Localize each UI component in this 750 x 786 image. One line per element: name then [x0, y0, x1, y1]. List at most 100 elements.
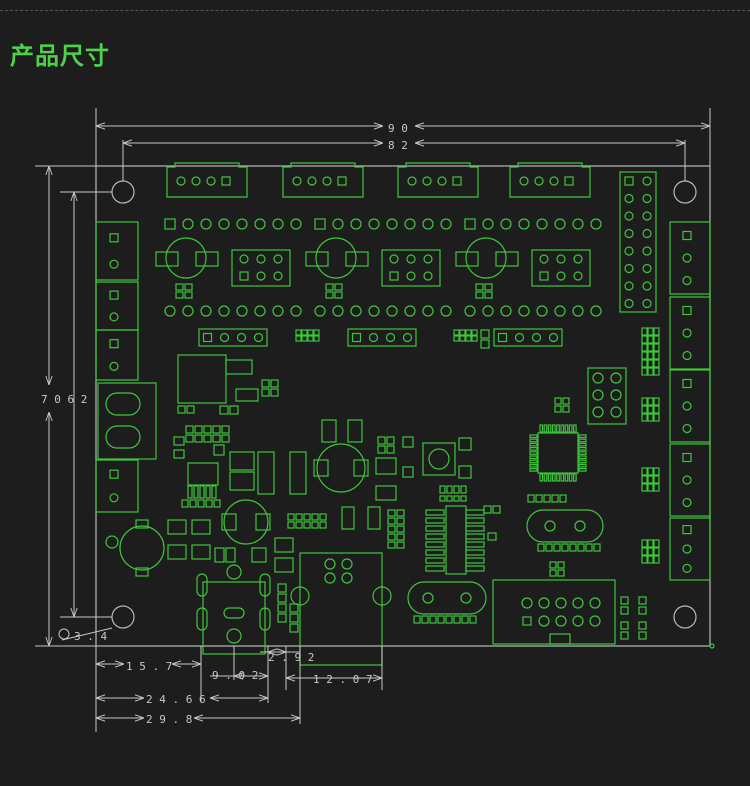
ic-lead — [529, 463, 538, 468]
mounting-hole — [111, 180, 135, 204]
round-pin — [682, 253, 692, 263]
smd-pad — [638, 621, 647, 630]
smd-pad — [647, 475, 654, 484]
round-pin — [236, 332, 247, 343]
ic-lead — [529, 442, 538, 447]
usb-outline — [299, 552, 383, 666]
smd-pad — [641, 405, 648, 414]
right-connector — [669, 221, 711, 295]
round-pin — [548, 332, 559, 343]
mounting-hole — [673, 605, 697, 629]
round-pin — [254, 218, 266, 230]
dim-12-07: 1 2 . 0 7 — [313, 673, 373, 686]
button-cap — [428, 448, 450, 470]
smd-pad — [185, 434, 194, 443]
smd-pad — [396, 525, 405, 533]
smd-pad — [214, 547, 225, 563]
round-pin — [624, 281, 634, 291]
smd-array — [554, 397, 570, 413]
page-title: 产品尺寸 — [10, 42, 110, 70]
smd-array — [175, 283, 193, 299]
connector-outline — [669, 296, 711, 370]
smd-pad — [647, 335, 654, 344]
round-pin — [464, 305, 476, 317]
smd-pad — [549, 569, 557, 577]
smd-pad — [484, 283, 493, 291]
button — [422, 442, 456, 476]
smd-pad — [471, 335, 478, 342]
led — [372, 586, 392, 606]
pin — [226, 564, 242, 580]
smd-pad — [653, 335, 660, 344]
pot-pad — [305, 251, 329, 267]
usb-pin — [341, 558, 353, 570]
smd-pad — [181, 499, 189, 508]
round-pin — [590, 218, 602, 230]
connector-outline — [95, 221, 139, 281]
round-pin — [592, 389, 604, 401]
ic-lead — [465, 565, 485, 572]
smd-pad — [638, 631, 647, 640]
smd-array — [214, 547, 236, 563]
ic-lead — [529, 455, 538, 460]
connector-outline — [669, 221, 711, 295]
pin — [226, 628, 242, 644]
smd-pad — [647, 327, 654, 336]
smd-pad — [549, 561, 557, 569]
round-pin — [386, 305, 398, 317]
round-pin — [368, 305, 380, 317]
connector-outline — [95, 459, 139, 513]
smd-pad — [638, 606, 647, 615]
ic-lead — [564, 473, 569, 482]
round-pin — [404, 218, 416, 230]
smd-pad — [301, 335, 308, 342]
smd-pad — [185, 425, 194, 434]
ic-lead — [578, 442, 587, 447]
ic-lead — [465, 541, 485, 548]
smd-pad — [459, 335, 466, 342]
dim-height-overall: 7 0 6 2 — [41, 393, 87, 406]
smd-pad — [465, 329, 472, 336]
smd-pad — [225, 547, 236, 563]
round-pin — [610, 372, 622, 384]
round-pin — [218, 218, 230, 230]
round-pin — [538, 597, 550, 609]
cap-pad — [135, 567, 149, 577]
ic-lead — [578, 438, 587, 443]
ic-lead — [465, 517, 485, 524]
smd-pad — [325, 291, 334, 299]
ic-lead — [425, 509, 445, 516]
smd-array — [641, 397, 660, 422]
qfp-mcu — [529, 424, 587, 482]
smd-pad — [277, 613, 287, 623]
square-pin — [109, 233, 119, 243]
square-pin — [682, 525, 692, 535]
ic-body — [445, 505, 467, 575]
smd-pad — [554, 405, 562, 413]
smd-pad — [413, 615, 421, 624]
smd-pad — [647, 351, 654, 360]
round-pin — [290, 305, 302, 317]
smd-pad — [620, 631, 629, 640]
smd-pad — [653, 483, 660, 492]
smd-array — [620, 621, 629, 640]
smd-pad — [453, 485, 460, 494]
smd-array — [638, 596, 647, 615]
smd-pad — [396, 533, 405, 541]
smd-array — [549, 561, 565, 577]
smd-pad — [341, 506, 355, 530]
connector-outline — [95, 281, 139, 331]
smd-pad — [545, 543, 553, 552]
smd-pad — [620, 596, 629, 605]
round-pin — [531, 332, 542, 343]
smd-pad — [527, 494, 535, 503]
ic-body — [537, 432, 579, 474]
smd-pad — [229, 451, 255, 471]
square-pin — [337, 176, 347, 186]
round-pin — [610, 389, 622, 401]
smd-pad — [387, 533, 396, 541]
header-outline — [493, 328, 563, 347]
smd-pad — [203, 434, 212, 443]
round-pin — [350, 218, 362, 230]
connector-outline — [669, 369, 711, 443]
